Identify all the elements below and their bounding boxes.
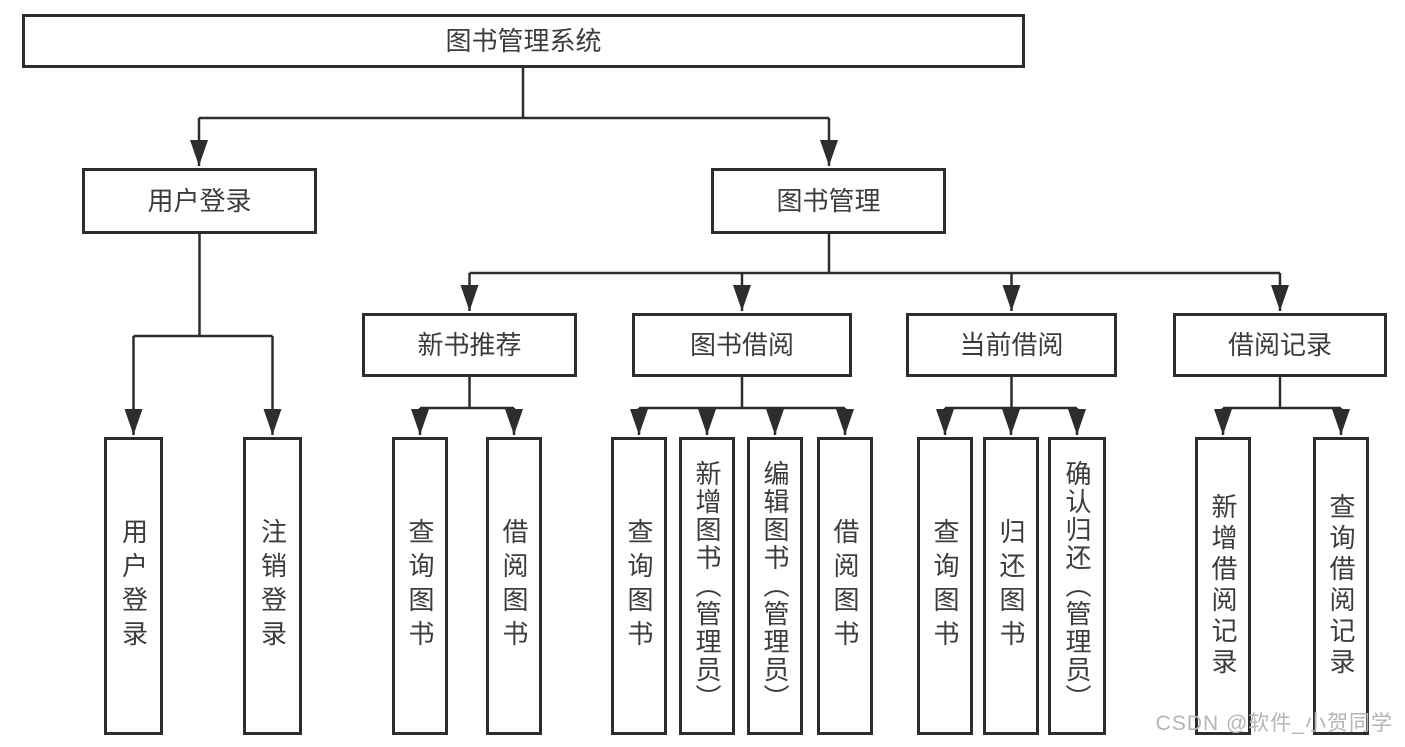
node-current-borrowing: 当前借阅 <box>906 313 1117 377</box>
node-borrowing-records: 借阅记录 <box>1173 313 1387 377</box>
connector-new-book-trunk <box>420 377 514 410</box>
connector-borrow-record-trunk <box>1223 377 1341 410</box>
node-book-borrowing: 图书借阅 <box>632 313 852 377</box>
node-user-login: 用户登录 <box>82 168 317 234</box>
node-query-books-2: 查询图书 <box>611 437 667 735</box>
node-new-book-recommendation: 新书推荐 <box>362 313 577 377</box>
node-borrow-books-1: 借阅图书 <box>486 437 542 735</box>
node-book-management: 图书管理 <box>711 168 946 234</box>
node-user-login-leaf: 用户登录 <box>104 437 163 735</box>
csdn-watermark: CSDN @软件_小贺同学 <box>1155 712 1393 735</box>
node-edit-book-admin: 编辑图书（管理员） <box>747 437 803 735</box>
connector-book-mgmt-trunk <box>469 234 1280 275</box>
node-borrow-books-2: 借阅图书 <box>817 437 873 735</box>
connector-root-trunk <box>199 68 829 120</box>
node-query-borrow-record: 查询借阅记录 <box>1313 437 1369 735</box>
node-add-book-admin: 新增图书（管理员） <box>679 437 735 735</box>
node-return-books: 归还图书 <box>983 437 1039 735</box>
node-add-borrow-record: 新增借阅记录 <box>1195 437 1251 735</box>
connector-user-login-trunk <box>133 234 273 338</box>
node-confirm-return-admin: 确认归还（管理员） <box>1048 437 1106 735</box>
connector-book-borrow-trunk <box>639 377 845 410</box>
connector-current-borrow-trunk <box>945 377 1077 410</box>
node-query-books-1: 查询图书 <box>392 437 448 735</box>
node-library-management-system: 图书管理系统 <box>22 14 1025 68</box>
node-logout-leaf: 注销登录 <box>243 437 302 735</box>
node-query-books-3: 查询图书 <box>917 437 973 735</box>
